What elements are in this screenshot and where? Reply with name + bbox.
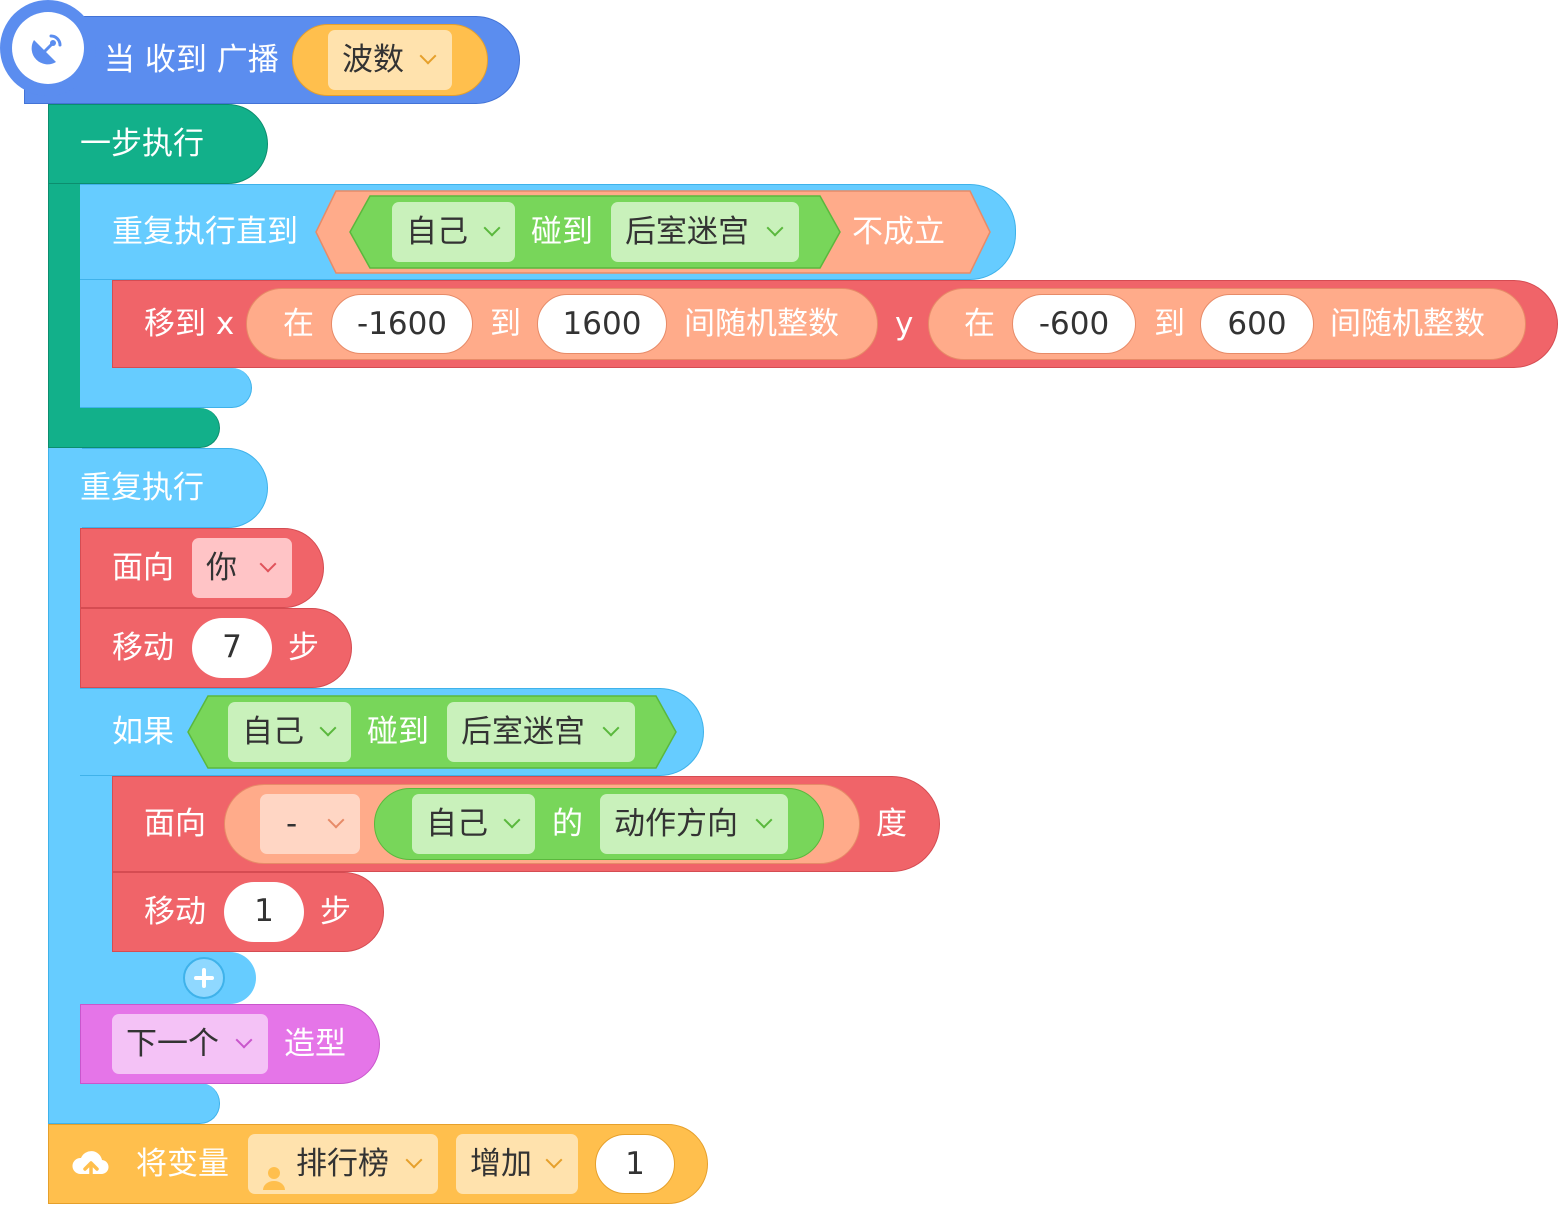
- change-op-dropdown[interactable]: 增加: [456, 1134, 578, 1194]
- message-dropdown[interactable]: 波数: [328, 30, 452, 90]
- random-x-max-input[interactable]: 1600: [537, 294, 667, 354]
- face-toward-label: 面向: [112, 550, 174, 586]
- change-value-input[interactable]: 1: [595, 1134, 675, 1194]
- attribute-dropdown-label: 动作方向: [614, 806, 738, 842]
- chevron-down-icon: [766, 219, 784, 237]
- satellite-icon: [30, 30, 66, 66]
- variable-dropdown-label: 排行榜: [296, 1146, 389, 1182]
- face-target-dropdown[interactable]: 你: [192, 538, 292, 598]
- not-label: 不成立: [852, 214, 945, 250]
- chevron-down-icon: [235, 1031, 253, 1049]
- sprite-dropdown-2-label: 自己: [242, 714, 304, 750]
- move-unit-1: 步: [288, 630, 319, 666]
- random-y-max-input[interactable]: 600: [1200, 294, 1314, 354]
- one-step-footer: [48, 408, 220, 448]
- forever-footer: [48, 1083, 220, 1124]
- costume-dropdown-label: 下一个: [126, 1026, 219, 1062]
- chevron-down-icon: [259, 555, 277, 573]
- chevron-down-icon: [545, 1151, 563, 1169]
- sprite-dropdown-3[interactable]: 自己: [412, 794, 535, 854]
- repeat-until-label: 重复执行直到: [112, 214, 298, 250]
- random-x-in: 在: [283, 306, 314, 342]
- operator-dropdown[interactable]: -: [260, 794, 360, 854]
- random-x-suffix: 间随机整数: [684, 306, 839, 342]
- target-dropdown-2[interactable]: 后室迷宫: [447, 702, 635, 762]
- chevron-down-icon: [503, 811, 521, 829]
- operator-dropdown-label: -: [286, 806, 298, 842]
- chevron-down-icon: [419, 47, 437, 65]
- target-dropdown-2-label: 后室迷宫: [461, 714, 585, 750]
- forever-label: 重复执行: [80, 470, 204, 506]
- face-direction-label: 面向: [144, 806, 206, 842]
- chevron-down-icon: [327, 811, 345, 829]
- touch-label-2: 碰到: [367, 714, 429, 750]
- sprite-dropdown-1[interactable]: 自己: [392, 202, 515, 262]
- change-variable-label: 将变量: [136, 1146, 229, 1182]
- cloud-upload-icon: [70, 1144, 112, 1184]
- goto-label: 移到 x: [144, 306, 235, 342]
- forever-container[interactable]: [48, 448, 268, 528]
- costume-dropdown[interactable]: 下一个: [112, 1014, 268, 1074]
- hat-label: 当 收到 广播: [104, 42, 279, 78]
- plus-icon: [185, 959, 223, 997]
- random-y-in: 在: [964, 306, 995, 342]
- of-label: 的: [552, 806, 583, 842]
- costume-label: 造型: [284, 1026, 346, 1062]
- random-y-to: 到: [1154, 306, 1185, 342]
- target-dropdown-1-label: 后室迷宫: [625, 214, 749, 250]
- degree-label: 度: [876, 806, 907, 842]
- add-block-button[interactable]: [183, 957, 225, 999]
- sprite-dropdown-2[interactable]: 自己: [228, 702, 351, 762]
- broadcast-icon-circle: [12, 12, 84, 84]
- chevron-down-icon: [755, 811, 773, 829]
- user-icon: [262, 1151, 286, 1190]
- move-steps-input-1[interactable]: 7: [192, 618, 272, 678]
- change-op-label: 增加: [470, 1146, 532, 1182]
- move-steps-input-2[interactable]: 1: [224, 882, 304, 942]
- random-y-min-input[interactable]: -600: [1012, 294, 1136, 354]
- variable-dropdown[interactable]: 排行榜: [248, 1134, 438, 1194]
- repeat-until-footer: [80, 368, 252, 408]
- one-step-label: 一步执行: [80, 126, 204, 162]
- target-dropdown-1[interactable]: 后室迷宫: [611, 202, 799, 262]
- chevron-down-icon: [405, 1151, 423, 1169]
- chevron-down-icon: [319, 719, 337, 737]
- move-label-1: 移动: [112, 630, 174, 666]
- chevron-down-icon: [602, 719, 620, 737]
- touch-label-1: 碰到: [531, 214, 593, 250]
- attribute-dropdown[interactable]: 动作方向: [600, 794, 788, 854]
- forever-arm: [48, 448, 82, 1124]
- sprite-dropdown-1-label: 自己: [406, 214, 468, 250]
- goto-y-label: y: [895, 306, 914, 342]
- move-unit-2: 步: [320, 894, 351, 930]
- sprite-dropdown-3-label: 自己: [426, 806, 488, 842]
- one-step-block[interactable]: [48, 104, 268, 184]
- random-y-suffix: 间随机整数: [1330, 306, 1485, 342]
- face-target-label: 你: [206, 550, 237, 586]
- if-footer: [80, 952, 256, 1004]
- random-x-to: 到: [490, 306, 521, 342]
- message-dropdown-label: 波数: [342, 42, 404, 78]
- random-x-min-input[interactable]: -1600: [331, 294, 473, 354]
- move-label-2: 移动: [144, 894, 206, 930]
- if-label: 如果: [112, 714, 174, 750]
- chevron-down-icon: [483, 219, 501, 237]
